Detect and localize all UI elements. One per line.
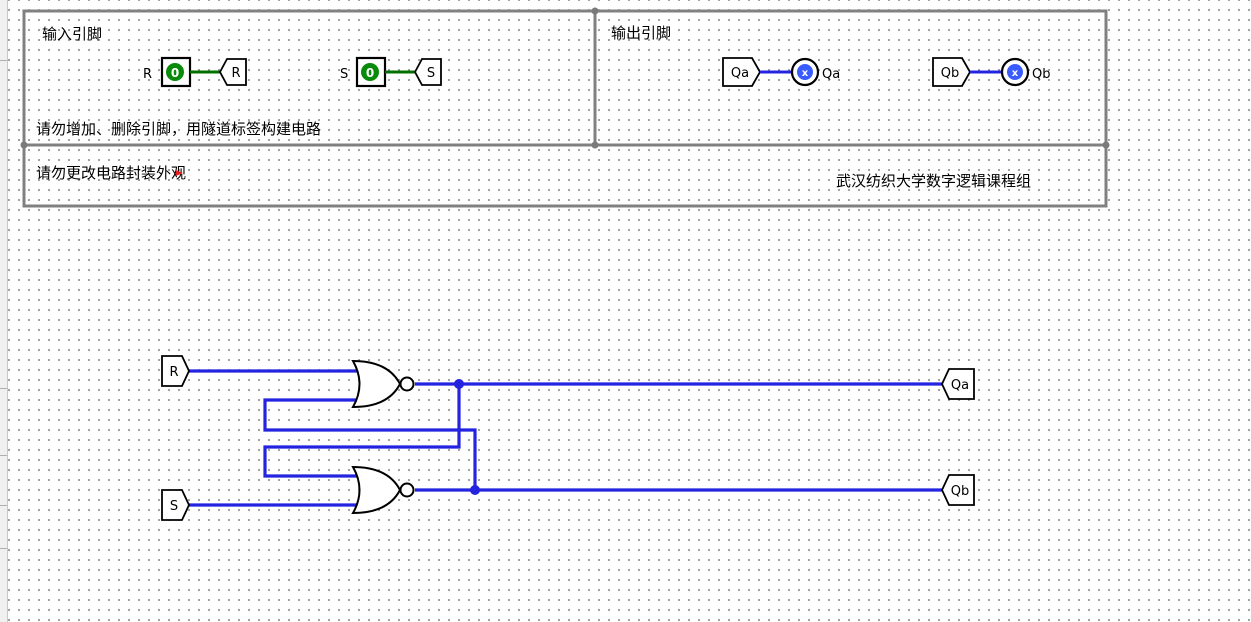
org-label: 武汉纺织大学数字逻辑课程组 bbox=[836, 172, 1031, 190]
output-pins-title: 输出引脚 bbox=[611, 24, 671, 42]
left-scroll-edge bbox=[0, 0, 8, 622]
probe-value: x bbox=[1012, 68, 1019, 79]
tunnel-s[interactable]: S bbox=[161, 489, 190, 521]
tunnel-label: S bbox=[427, 66, 435, 81]
tunnel-label: Qb bbox=[941, 66, 959, 81]
probe-value: x bbox=[802, 68, 809, 79]
tunnel-qa-output[interactable]: Qa bbox=[722, 57, 762, 87]
nor-gate-2[interactable] bbox=[351, 465, 415, 515]
circuit-wires[interactable] bbox=[188, 369, 942, 507]
input-pin-value: 0 bbox=[171, 66, 179, 80]
input-pin-label: S bbox=[340, 67, 348, 82]
pin-warning-text: 请勿增加、删除引脚，用隧道标签构建电路 bbox=[36, 120, 321, 138]
tunnel-qa[interactable]: Qa bbox=[941, 368, 975, 400]
input-pins-title: 输入引脚 bbox=[42, 25, 102, 43]
appearance-frame bbox=[22, 9, 1108, 208]
appearance-warning-text: 请勿更改电路封装外观 bbox=[36, 164, 186, 182]
tunnel-label: Qa bbox=[731, 66, 749, 81]
input-pin-value: 0 bbox=[366, 66, 374, 80]
output-probe-qa[interactable]: x Qa bbox=[790, 57, 840, 87]
red-marker bbox=[176, 170, 183, 176]
tunnel-s-input[interactable]: S bbox=[413, 58, 442, 86]
tunnel-r-input[interactable]: R bbox=[218, 58, 247, 86]
input-pin-label: R bbox=[143, 67, 152, 82]
input-pin-r[interactable]: R 0 bbox=[143, 56, 192, 88]
tunnel-qb-output[interactable]: Qb bbox=[932, 57, 972, 87]
output-pin-label: Qa bbox=[822, 67, 840, 82]
tunnel-label: R bbox=[169, 365, 178, 380]
input-pin-s[interactable]: S 0 bbox=[340, 56, 387, 88]
tunnel-label: R bbox=[231, 66, 240, 81]
tunnel-label: Qb bbox=[951, 484, 969, 499]
nor-gate-1[interactable] bbox=[351, 359, 415, 409]
tunnel-label: S bbox=[170, 499, 178, 514]
output-pin-label: Qb bbox=[1032, 67, 1050, 82]
tunnel-label: Qa bbox=[951, 378, 969, 393]
tunnel-r[interactable]: R bbox=[161, 355, 190, 387]
wire-junctions bbox=[454, 379, 480, 495]
frame-vertices bbox=[20, 7, 1110, 149]
output-probe-qb[interactable]: x Qb bbox=[1000, 57, 1050, 87]
tunnel-qb[interactable]: Qb bbox=[941, 474, 975, 506]
